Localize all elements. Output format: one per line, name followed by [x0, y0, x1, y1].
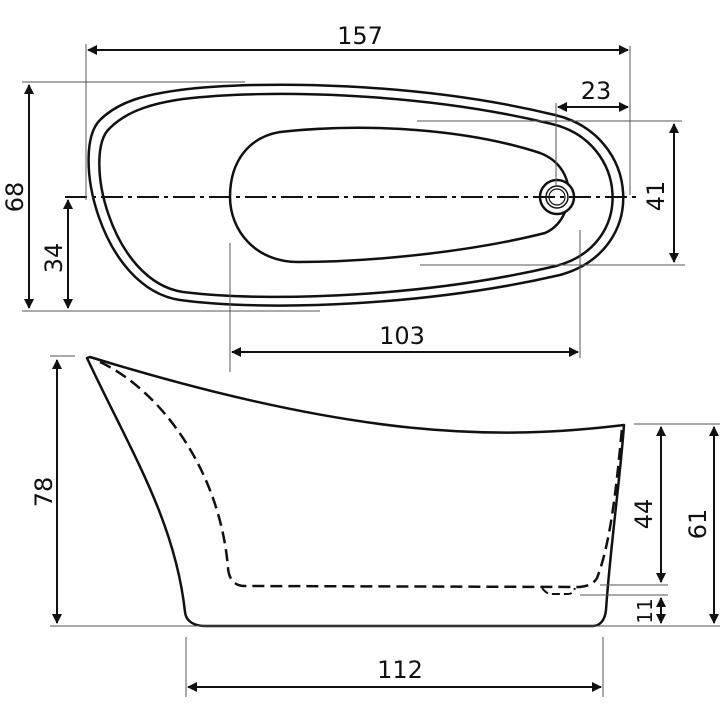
dim-base-length: 112	[377, 656, 423, 684]
dim-inner-depth: 44	[630, 499, 658, 530]
basin-outline	[228, 126, 570, 264]
dim-drain-offset: 23	[581, 77, 612, 105]
side-inner-dashed	[99, 360, 624, 589]
side-view: 78 44 61 11 112	[30, 355, 720, 697]
side-extension-lines	[50, 355, 720, 697]
inner-rim-outline	[98, 92, 614, 299]
dim-floor-height: 11	[633, 598, 657, 623]
dim-center-to-edge: 34	[40, 243, 68, 274]
side-outer-outline	[85, 355, 626, 628]
dim-inner-length: 103	[379, 322, 425, 350]
dim-inner-width: 41	[642, 181, 670, 212]
dim-rim-height: 61	[684, 509, 712, 540]
extension-lines	[22, 44, 685, 372]
dim-overall-height: 78	[30, 477, 58, 508]
side-drain-dashed	[541, 587, 576, 595]
outer-rim-outline	[87, 83, 625, 307]
dim-overall-length: 157	[337, 22, 383, 50]
top-view: 157 23 68 34 41 103	[1, 22, 685, 372]
dim-overall-width: 68	[1, 182, 29, 213]
